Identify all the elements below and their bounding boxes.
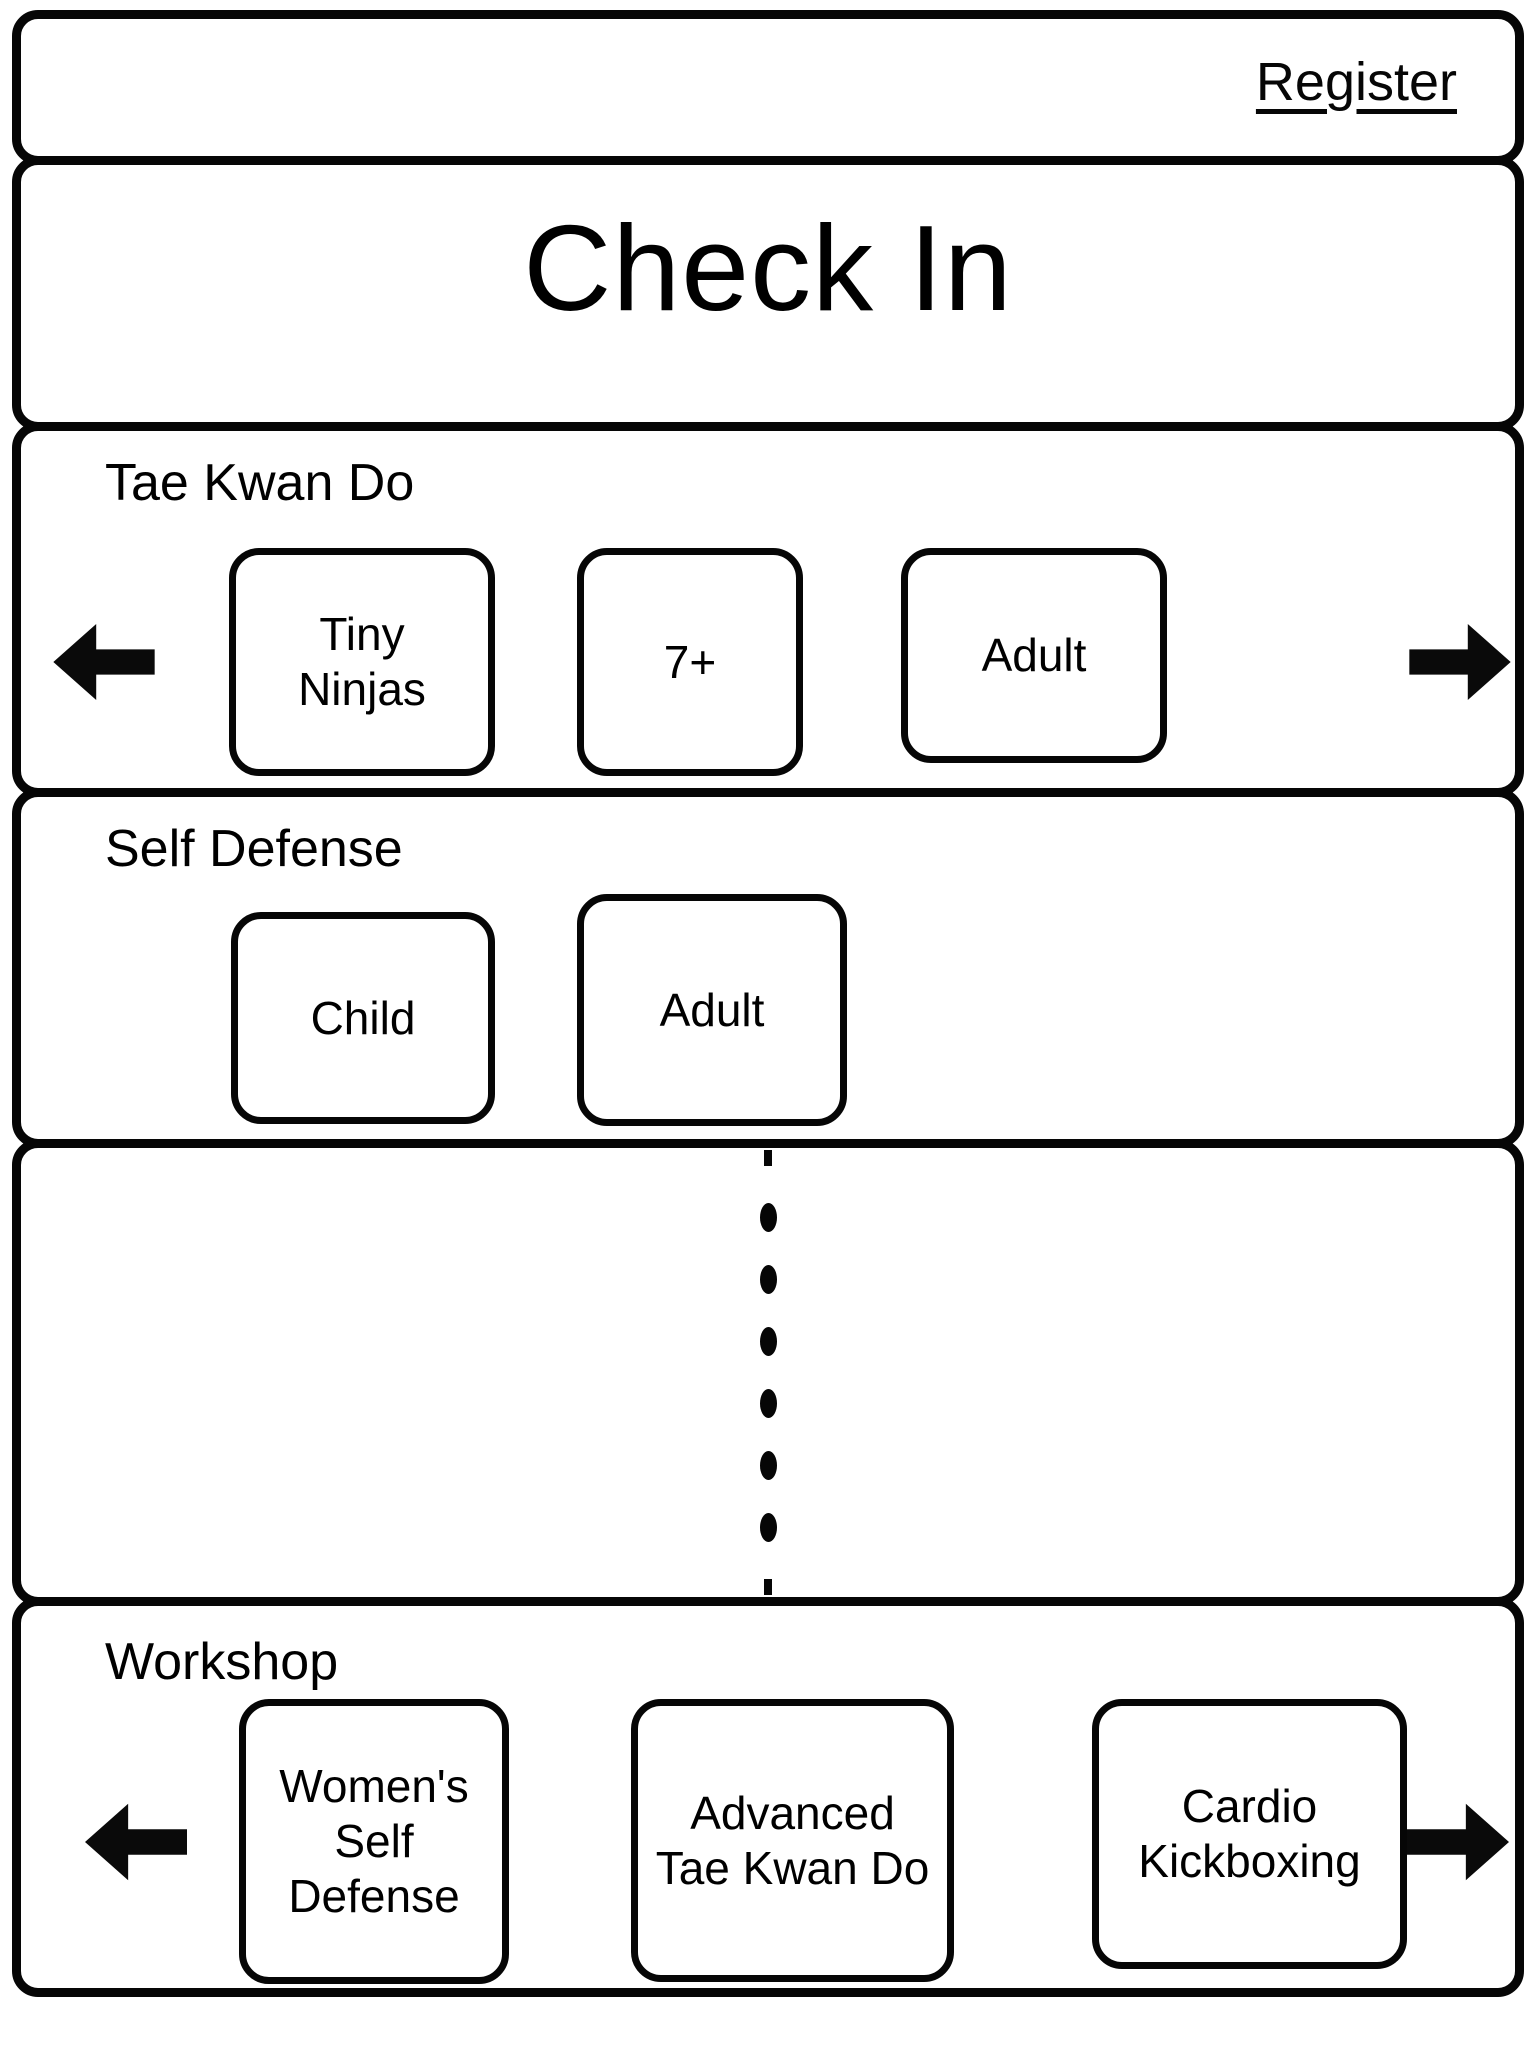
class-button-advanced-tae-kwan-do[interactable]: Advanced Tae Kwan Do — [631, 1699, 954, 1983]
more-sections-placeholder — [12, 1139, 1524, 1606]
ellipsis-column — [21, 1148, 1515, 1597]
self-defense-buttons: Child Adult — [231, 894, 847, 1127]
section-card-tae-kwan-do: Tae Kwan Do Tiny Ninjas 7+ Adult — [12, 422, 1524, 797]
self-defense-buttons-row: Child Adult — [21, 894, 1515, 1127]
class-button-cardio-kickboxing[interactable]: Cardio Kickboxing — [1092, 1699, 1407, 1970]
class-button-tkd-adult[interactable]: Adult — [901, 548, 1167, 764]
ellipsis-dot — [759, 1327, 777, 1356]
class-button-sd-child[interactable]: Child — [231, 912, 495, 1125]
register-link[interactable]: Register — [1255, 52, 1457, 112]
left-arrow-icon — [85, 1803, 187, 1880]
ellipsis-dot — [759, 1265, 777, 1294]
ellipsis-top-dash — [764, 1150, 772, 1166]
section-card-self-defense: Self Defense Child Adult — [12, 788, 1524, 1148]
section-label-self-defense: Self Defense — [105, 820, 403, 878]
section-label-tae-kwan-do: Tae Kwan Do — [105, 454, 415, 512]
right-arrow-icon — [1407, 1803, 1509, 1880]
tae-kwan-do-buttons: Tiny Ninjas 7+ Adult — [229, 548, 1167, 777]
ellipsis-dot — [759, 1203, 777, 1232]
left-arrow-icon — [53, 624, 155, 701]
section-label-workshop: Workshop — [105, 1633, 339, 1691]
ellipsis-dot — [759, 1513, 777, 1542]
tae-kwan-do-carousel: Tiny Ninjas 7+ Adult — [21, 548, 1515, 777]
right-arrow-icon — [1409, 624, 1511, 701]
workshop-carousel: Women's Self Defense Advanced Tae Kwan D… — [21, 1699, 1515, 1985]
tae-kwan-do-next-button[interactable] — [1409, 624, 1511, 701]
class-button-womens-self-defense[interactable]: Women's Self Defense — [239, 1699, 509, 1985]
workshop-next-button[interactable] — [1407, 1803, 1509, 1881]
workshop-prev-button[interactable] — [85, 1803, 187, 1881]
top-bar: Register — [12, 10, 1524, 165]
class-button-sd-adult[interactable]: Adult — [577, 894, 847, 1127]
class-button-7plus[interactable]: 7+ — [577, 548, 803, 777]
ellipsis-dots — [759, 1203, 777, 1542]
section-card-workshop: Workshop Women's Self Defense Advanced T… — [12, 1597, 1524, 1997]
tae-kwan-do-prev-button[interactable] — [53, 624, 155, 701]
page-title: Check In — [523, 200, 1013, 336]
ellipsis-bottom-dash — [764, 1579, 772, 1595]
class-button-tiny-ninjas[interactable]: Tiny Ninjas — [229, 548, 495, 777]
workshop-buttons: Women's Self Defense Advanced Tae Kwan D… — [239, 1699, 1407, 1985]
title-card: Check In — [12, 156, 1524, 431]
ellipsis-dot — [759, 1451, 777, 1480]
ellipsis-dot — [759, 1389, 777, 1418]
